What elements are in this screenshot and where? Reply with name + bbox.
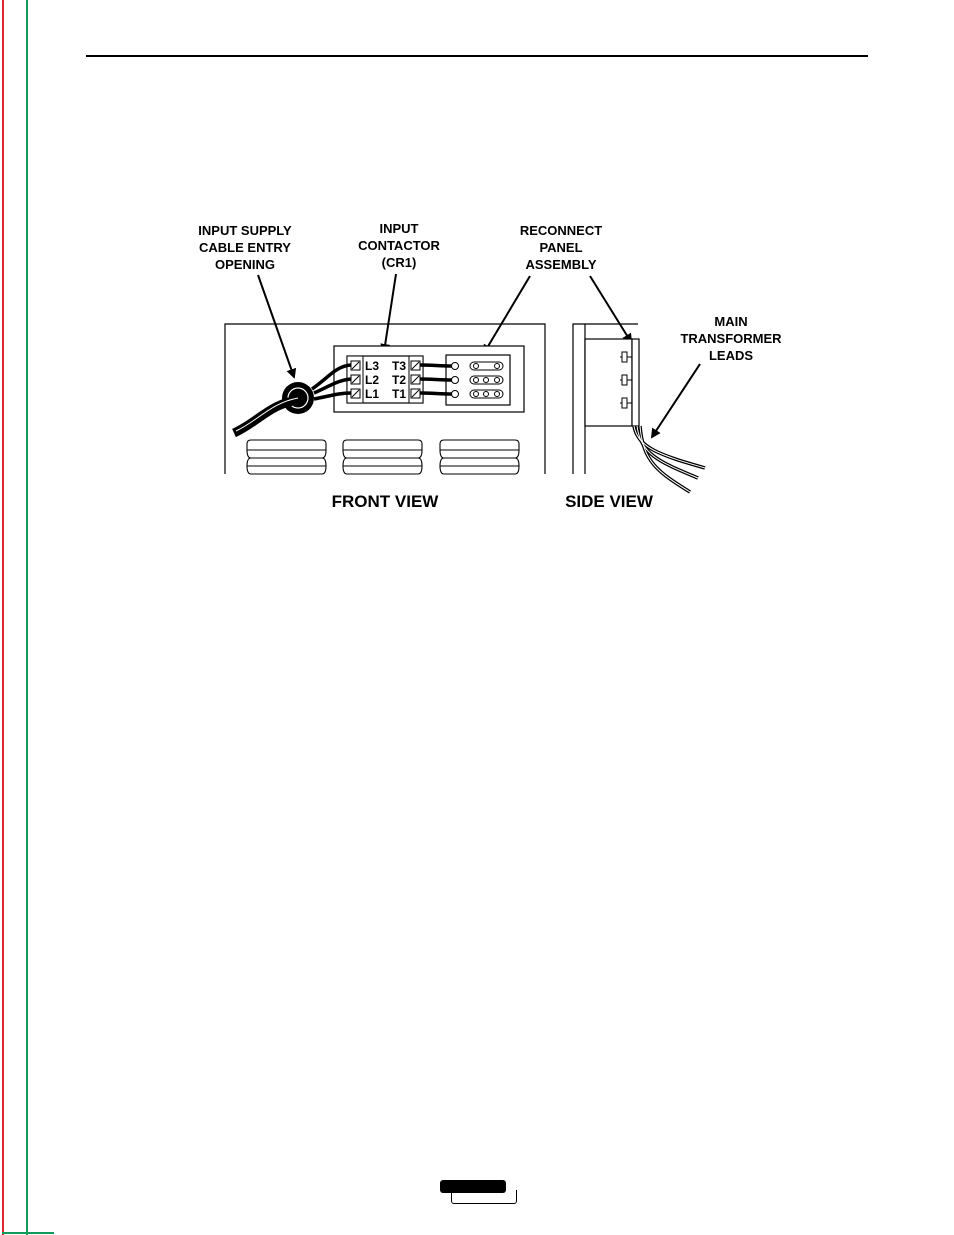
callout-transformer-line-1: MAIN [714, 314, 747, 329]
arrow-reconnect-front [484, 276, 530, 353]
callout-transformer-line-2: TRANSFORMER [680, 331, 782, 346]
input-cable [234, 382, 314, 433]
callout-reconnect-line-1: RECONNECT [520, 223, 602, 238]
callout-contactor-line-1: INPUT [380, 221, 419, 236]
callout-reconnect-line-3: ASSEMBLY [525, 257, 596, 272]
arrow-transformer [652, 364, 700, 437]
callout-transformer: MAIN TRANSFORMER LEADS [680, 314, 782, 363]
side-view-label: SIDE VIEW [565, 492, 654, 511]
callout-cable-entry: INPUT SUPPLY CABLE ENTRY OPENING [198, 223, 292, 272]
arrow-reconnect-side [590, 276, 631, 342]
front-view-label: FRONT VIEW [332, 492, 440, 511]
front-view-drawing: L3 L2 L1 T3 T2 T1 [225, 324, 545, 511]
callout-reconnect: RECONNECT PANEL ASSEMBLY [520, 223, 602, 272]
callout-cable-entry-line-3: OPENING [215, 257, 275, 272]
input-contactor-cr1: L3 L2 L1 T3 T2 T1 [347, 356, 423, 403]
main-transformer-leads [634, 426, 705, 492]
terminal-t1: T1 [392, 387, 406, 401]
terminal-t3: T3 [392, 359, 406, 373]
side-reconnect-panel [632, 339, 639, 426]
callout-contactor-line-3: (CR1) [382, 255, 417, 270]
terminal-l3: L3 [365, 359, 379, 373]
callout-contactor-line-2: CONTACTOR [358, 238, 440, 253]
terminal-t2: T2 [392, 373, 406, 387]
reconnect-panel-front [446, 355, 510, 405]
footer-tab [440, 1180, 506, 1193]
callout-transformer-line-3: LEADS [709, 348, 753, 363]
arrow-cable-entry [258, 275, 294, 377]
terminal-l1: L1 [365, 387, 379, 401]
vent-louvers [247, 440, 519, 474]
callout-contactor: INPUT CONTACTOR (CR1) [358, 221, 440, 270]
callout-reconnect-line-2: PANEL [539, 240, 582, 255]
callout-cable-entry-line-2: CABLE ENTRY [199, 240, 291, 255]
arrow-contactor [384, 274, 396, 352]
terminal-l2: L2 [365, 373, 379, 387]
callout-cable-entry-line-1: INPUT SUPPLY [198, 223, 292, 238]
side-view-drawing: SIDE VIEW [565, 324, 705, 511]
